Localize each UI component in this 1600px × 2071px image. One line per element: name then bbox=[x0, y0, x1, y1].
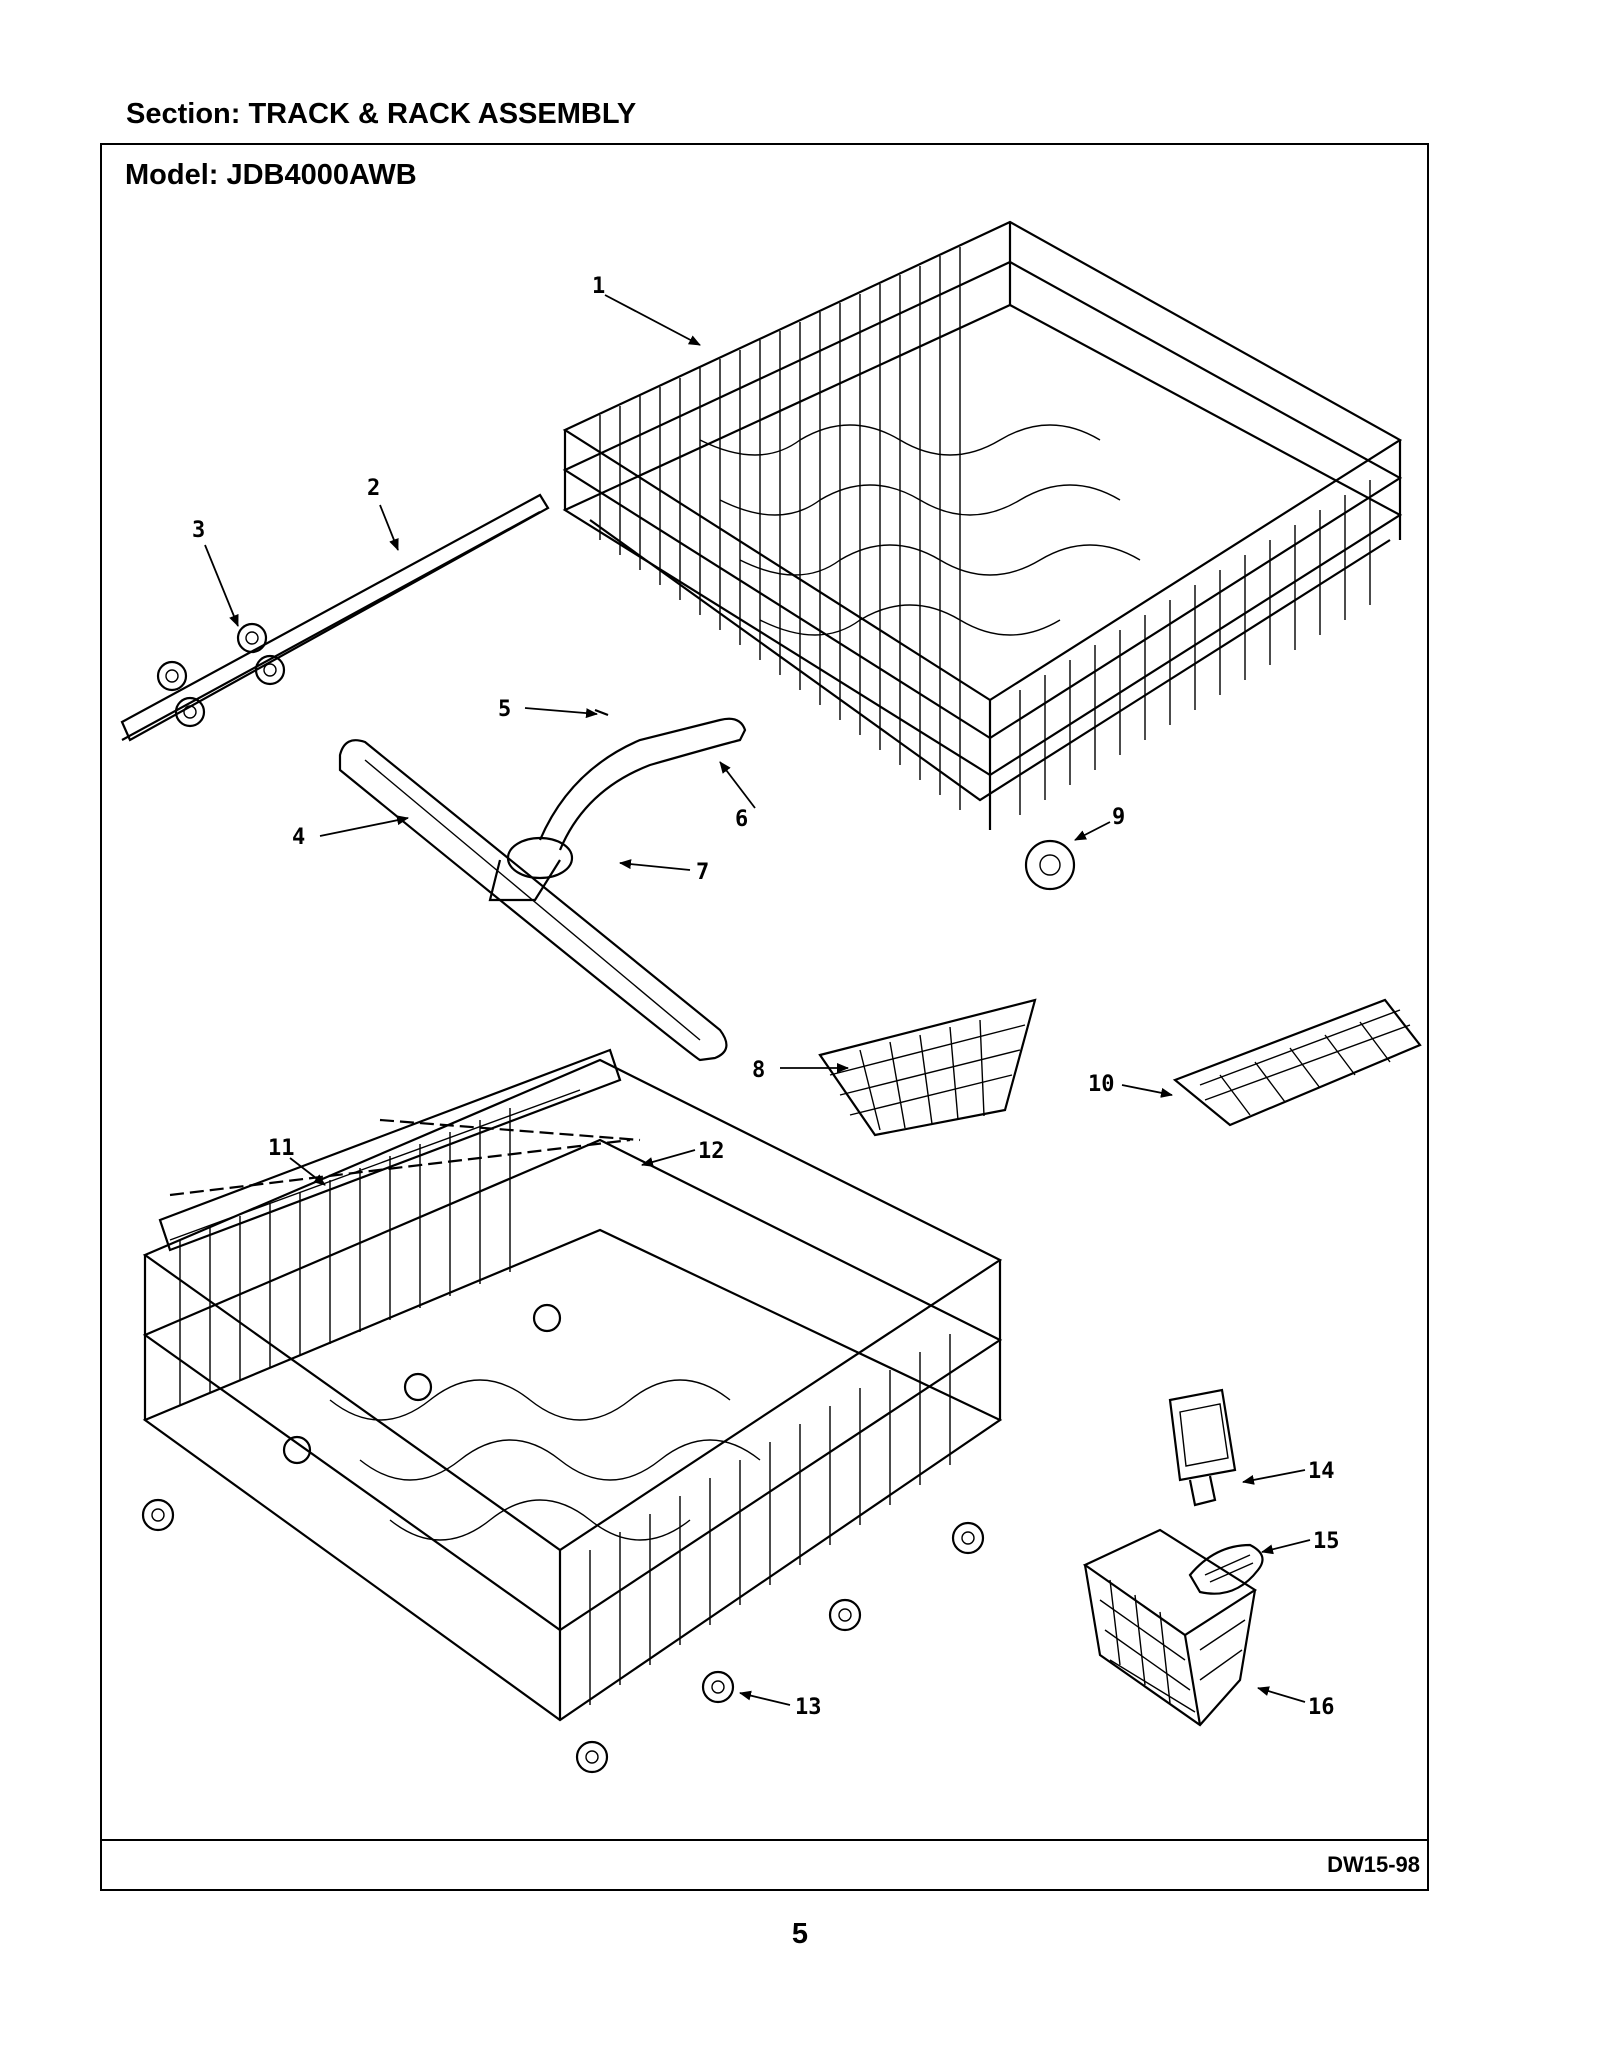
basket-handle-illustration bbox=[1188, 1543, 1264, 1595]
callout-4: 4 bbox=[292, 825, 305, 850]
model-title: Model: JDB4000AWB bbox=[125, 159, 417, 191]
page-number: 5 bbox=[791, 1918, 809, 1950]
diagram-frame bbox=[100, 143, 1429, 1891]
callout-6: 6 bbox=[735, 807, 748, 832]
callout-15: 15 bbox=[1313, 1529, 1340, 1554]
lower-rack-illustration bbox=[141, 1048, 1003, 1774]
document-code: DW15-98 bbox=[1327, 1852, 1420, 1877]
callout-5: 5 bbox=[498, 697, 511, 722]
rack-track-illustration bbox=[120, 493, 550, 742]
callout-9: 9 bbox=[1112, 805, 1125, 830]
section-title: Section: TRACK & RACK ASSEMBLY bbox=[126, 98, 637, 130]
callout-3: 3 bbox=[192, 518, 205, 543]
callout-2: 2 bbox=[367, 476, 380, 501]
spray-arm-illustration bbox=[338, 708, 747, 1062]
small-basket-illustration bbox=[1082, 1528, 1258, 1727]
callout-16: 16 bbox=[1308, 1695, 1335, 1720]
upper-rack-illustration bbox=[562, 220, 1403, 830]
callout-1: 1 bbox=[592, 274, 605, 299]
rack-wheel-illustration bbox=[1024, 839, 1076, 891]
cup-shelf-illustration bbox=[1172, 998, 1422, 1127]
callout-11: 11 bbox=[268, 1136, 295, 1161]
callout-13: 13 bbox=[795, 1695, 822, 1720]
callout-arrows bbox=[204, 294, 1311, 1706]
basket-cover-illustration bbox=[1168, 1388, 1237, 1507]
callout-14: 14 bbox=[1308, 1459, 1335, 1484]
footer-divider bbox=[100, 1839, 1429, 1841]
callout-10: 10 bbox=[1088, 1072, 1115, 1097]
silverware-basket-illustration bbox=[818, 998, 1037, 1137]
callout-7: 7 bbox=[696, 860, 709, 885]
callout-12: 12 bbox=[698, 1139, 725, 1164]
callout-8: 8 bbox=[752, 1058, 765, 1083]
